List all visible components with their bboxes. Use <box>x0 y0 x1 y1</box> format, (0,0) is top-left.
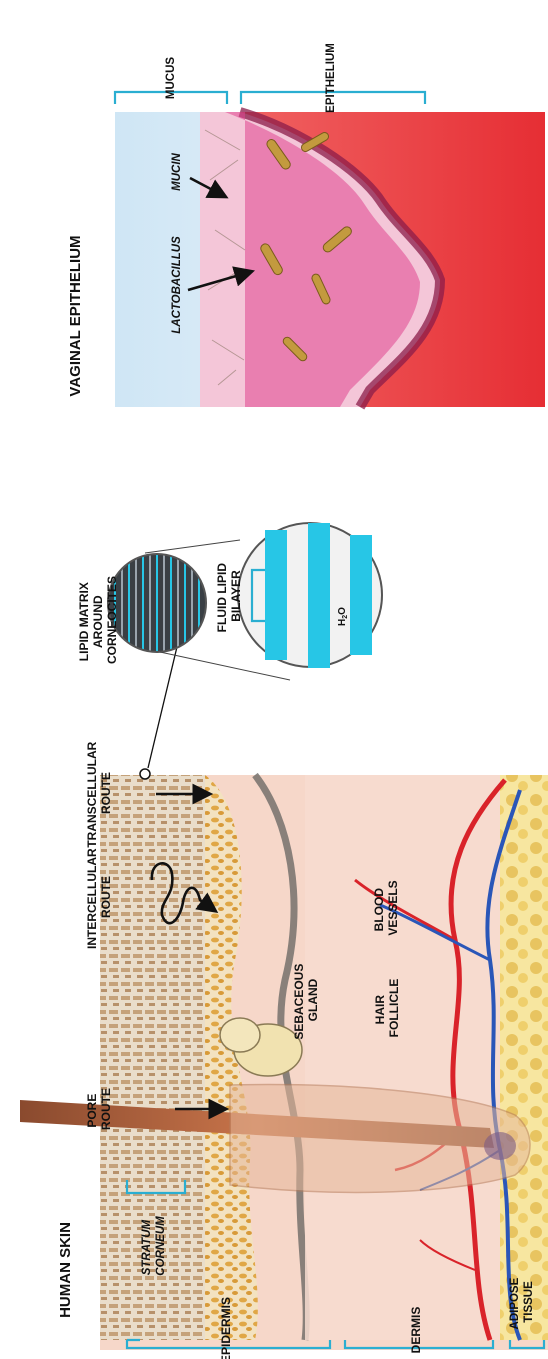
blood-vessels-label: BLOOD VESSELS <box>372 880 400 935</box>
lipid-matrix-insets: H2O LIPID MATRIX AROUND CORNEOCITES FLUI… <box>77 523 382 779</box>
mucin-label: MUCIN <box>171 152 183 190</box>
lipid-matrix-small-circle <box>108 554 206 652</box>
dermis-label: DERMIS <box>409 1307 423 1354</box>
bilayer-band-3 <box>350 535 372 655</box>
lipid-matrix-label: LIPID MATRIX AROUND CORNEOCITES <box>77 576 119 664</box>
human-skin-title: HUMAN SKIN <box>57 1222 74 1318</box>
epithelium-label: EPITHELIUM <box>325 43 337 113</box>
skin-cross-section <box>20 775 548 1350</box>
inset-connector-dot <box>140 769 150 779</box>
bilayer-band-2 <box>308 523 330 668</box>
fluid-bilayer-label: FLUID LIPID BILAYER <box>215 560 243 633</box>
mucus-label: MUCUS <box>165 57 177 99</box>
zoom-line-top <box>145 540 240 553</box>
bilayer-band-1 <box>265 530 287 660</box>
lactobacillus-label: LACTOBACILLUS <box>171 236 183 334</box>
pore-route-label: PORE ROUTE <box>85 1088 113 1130</box>
vaginal-epithelium-title: VAGINAL EPITHELIUM <box>67 235 84 396</box>
epidermis-label: EPIDERMIS <box>219 1297 233 1359</box>
